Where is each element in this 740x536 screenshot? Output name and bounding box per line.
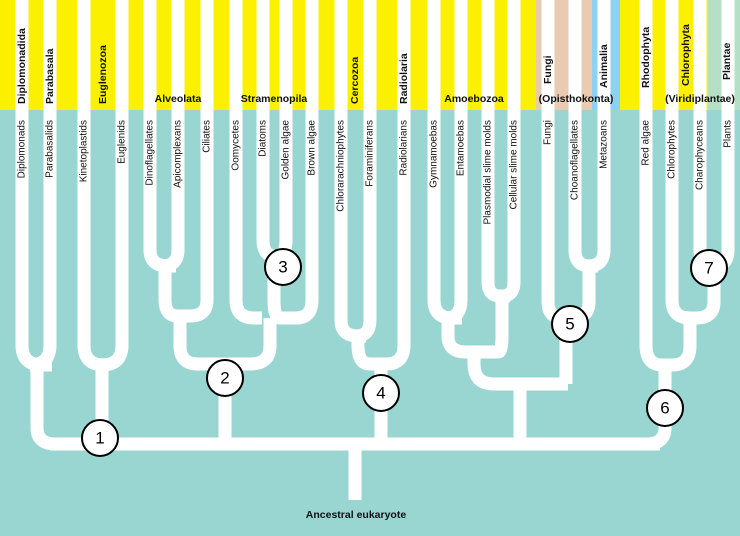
taxon-label: Diatoms — [258, 120, 269, 157]
group-label-chlorophyta: Chlorophyta — [680, 24, 692, 86]
group-label-fungi: Fungi — [542, 55, 554, 84]
group-label-stramenopila: Stramenopila — [241, 93, 308, 105]
node-marker-number: 4 — [376, 383, 385, 402]
node-marker-4: 4 — [362, 374, 400, 412]
taxon-label: Fungi — [543, 120, 554, 145]
group-label-amoebozoa: Amoebozoa — [444, 93, 504, 105]
group-label-plantae: Plantae — [721, 42, 733, 80]
node-marker-number: 1 — [95, 428, 104, 447]
node-markers: 1 2 3 4 5 6 7 — [81, 248, 728, 457]
taxon-label: Charophyceans — [695, 120, 706, 190]
group-label-cercozoa: Cercozoa — [349, 57, 361, 104]
group-label-viridiplantae: (Viridiplantae) — [665, 93, 735, 105]
taxon-label: Diplomonads — [17, 120, 28, 178]
header-band-rhodophyta-chlorophyta — [620, 0, 708, 110]
node-marker-number: 7 — [704, 258, 713, 277]
taxon-label: Dinoflagellates — [145, 120, 156, 186]
taxon-label: Ciliates — [202, 120, 213, 153]
group-label-alveolata: Alveolata — [155, 93, 202, 105]
taxon-label: Plasmodial slime molds — [483, 120, 494, 224]
taxon-label: Plants — [723, 120, 734, 148]
root-label: Ancestral eukaryote — [306, 509, 407, 521]
taxon-label: Brown algae — [307, 120, 318, 176]
node-marker-3: 3 — [264, 248, 302, 286]
group-labels: Diplomonadida Parabasala Euglenozoa Alve… — [16, 24, 735, 105]
taxon-label: Chlorarachniophytes — [336, 120, 347, 212]
group-label-opisthokonta: (Opisthokonta) — [539, 93, 614, 105]
taxon-label: Metazoans — [599, 120, 610, 169]
taxon-label: Cellular slime molds — [509, 120, 520, 209]
taxon-label: Euglenids — [117, 120, 128, 164]
taxon-label: Chlorophytes — [667, 120, 678, 179]
taxon-label: Golden algae — [281, 120, 292, 180]
group-label-rhodophyta: Rhodophyta — [640, 27, 652, 88]
group-label-radiolaria: Radiolaria — [398, 53, 410, 104]
node-marker-number: 2 — [220, 368, 229, 387]
node-marker-1: 1 — [81, 419, 119, 457]
node-marker-7: 7 — [690, 249, 728, 287]
group-label-parabasala: Parabasala — [44, 48, 56, 104]
node-marker-5: 5 — [551, 305, 589, 343]
taxon-label: Oomycetes — [231, 120, 242, 171]
taxon-label: Choanoflagellates — [570, 120, 581, 200]
group-label-euglenozoa: Euglenozoa — [97, 45, 109, 104]
taxon-label: Kinetoplastids — [79, 120, 90, 182]
group-label-diplomonadida: Diplomonadida — [16, 28, 28, 104]
taxon-label: Entamoebas — [456, 120, 467, 176]
taxon-label: Red algae — [641, 120, 652, 166]
taxon-label: Parabasalids — [45, 120, 56, 178]
taxon-label: Foraminiferans — [365, 120, 376, 187]
node-marker-number: 3 — [278, 257, 287, 276]
node-marker-number: 5 — [565, 314, 574, 333]
taxon-label: Gymnamoebas — [429, 120, 440, 188]
taxon-label: Radiolarians — [399, 120, 410, 176]
node-marker-2: 2 — [206, 359, 244, 397]
node-marker-6: 6 — [646, 389, 684, 427]
group-label-animalia: Animalia — [598, 44, 610, 88]
taxon-label: Apicomplexans — [173, 120, 184, 188]
node-marker-number: 6 — [660, 398, 669, 417]
taxon-labels: Diplomonads Parabasalids Kinetoplastids … — [17, 120, 734, 225]
